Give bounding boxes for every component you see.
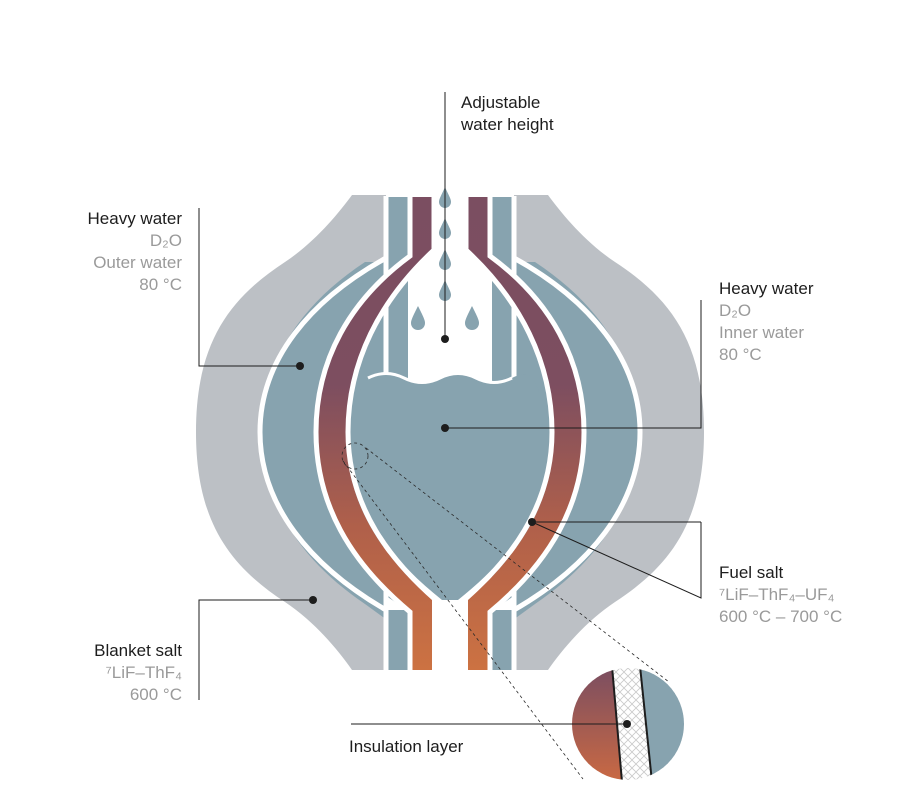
outer-water-label: Heavy water D₂O Outer water 80 °C [60,208,182,296]
label-temp: 600 °C – 700 °C [719,607,843,626]
label-formula: ⁷LiF–ThF₄ [105,663,182,682]
label-title: Fuel salt [719,563,784,582]
label-formula: D₂O [719,301,752,320]
label-title: Heavy water [719,279,814,298]
label-temp: 600 °C [129,685,182,704]
label-title: Blanket salt [94,641,182,660]
label-formula: D₂O [149,231,182,250]
label-line: water height [461,115,554,134]
label-title: Heavy water [87,209,182,228]
label-line: Adjustable [461,93,541,112]
inner-water [348,373,552,600]
label-name: Outer water [93,253,182,272]
insulation-layer-label: Insulation layer [349,736,463,758]
label-title: Insulation layer [349,737,464,756]
label-temp: 80 °C [139,275,182,294]
label-name: Inner water [719,323,805,342]
label-temp: 80 °C [719,345,762,364]
fuel-salt-label: Fuel salt ⁷LiF–ThF₄–UF₄ 600 °C – 700 °C [719,562,842,628]
adjustable-water-height-label: Adjustable water height [461,92,554,136]
inner-water-label: Heavy water D₂O Inner water 80 °C [719,278,813,366]
blanket-salt-label: Blanket salt ⁷LiF–ThF₄ 600 °C [60,640,182,706]
label-formula: ⁷LiF–ThF₄–UF₄ [719,585,835,604]
